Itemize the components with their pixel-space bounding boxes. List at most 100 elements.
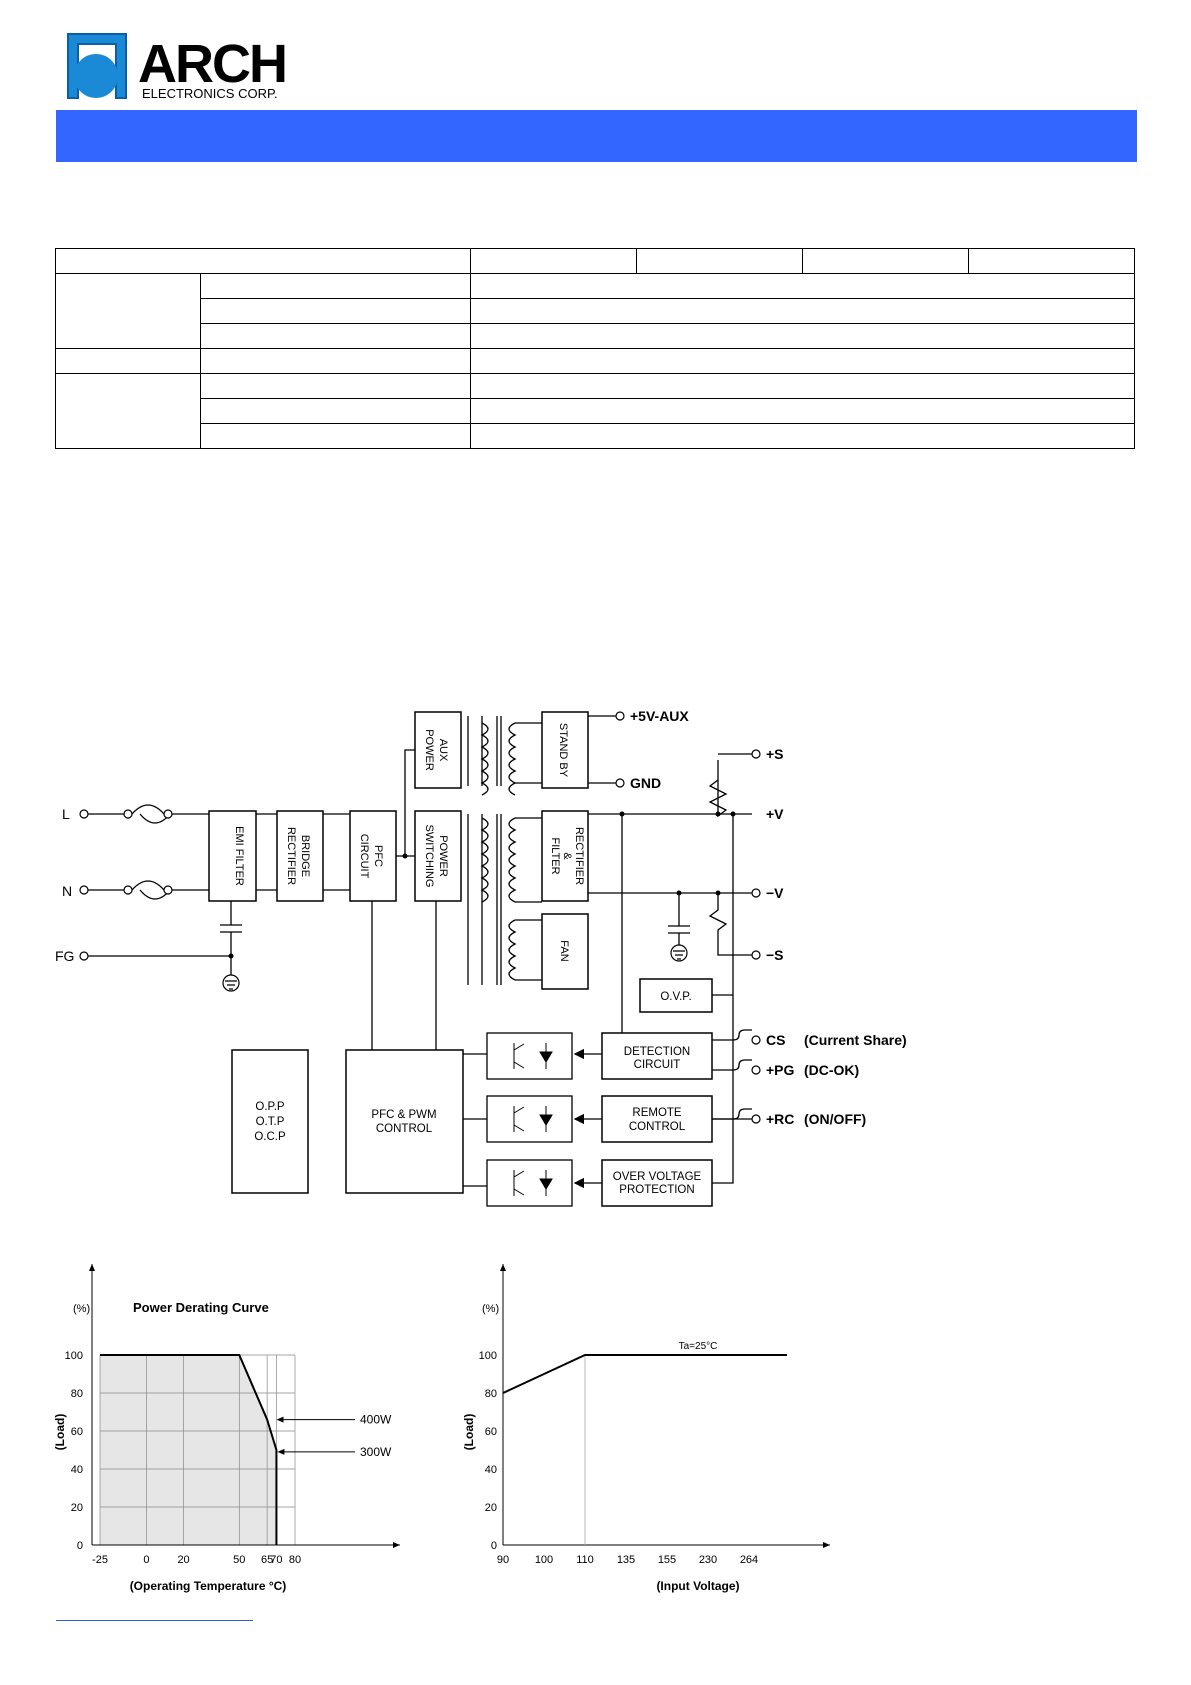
chart2-x-tick: 264 — [740, 1554, 758, 1566]
chart2-x-tick: 90 — [497, 1554, 509, 1566]
rectifier-label-3: FILTER — [549, 837, 561, 874]
chart1-y-tick: 20 — [71, 1502, 83, 1514]
chart2-y-tick: 40 — [485, 1464, 497, 1476]
header-banner — [56, 110, 1137, 162]
chart2-x-arrow-icon — [823, 1542, 830, 1548]
chart1-y-arrow-icon — [89, 1264, 95, 1271]
chart2-xlabel: (Input Voltage) — [656, 1579, 739, 1593]
bridge-label-2: RECTIFIER — [285, 827, 297, 885]
chart1-curve — [100, 1354, 278, 1545]
output-minus-s: −S — [766, 947, 784, 963]
table-cell — [200, 423, 471, 449]
spec-table — [55, 248, 1135, 449]
table-row — [55, 273, 1135, 349]
detection-label-2: CIRCUIT — [634, 1059, 681, 1071]
ground-icon — [222, 944, 688, 992]
remote-control-block — [601, 1095, 713, 1143]
chart2-y-tick: 0 — [491, 1540, 497, 1552]
emi-filter-label: EMI FILTER — [233, 826, 245, 886]
chart1-y-tick: 60 — [71, 1426, 83, 1438]
table-cell — [968, 248, 1135, 274]
rectifier-filter-block — [541, 810, 589, 902]
label-n: N — [62, 883, 72, 899]
output-gnd: GND — [630, 775, 661, 791]
fan-block — [541, 913, 589, 990]
aux-label-1: AUX — [437, 739, 449, 762]
table-row — [56, 423, 1135, 449]
aux-power-block — [414, 711, 462, 789]
bridge-rectifier-block — [276, 810, 324, 902]
table-cell — [470, 423, 1135, 449]
fan-label: FAN — [558, 940, 570, 961]
power-switching-label-2: SWITCHING — [423, 825, 435, 888]
protection-label-1: O.P.P — [255, 1101, 285, 1113]
table-cell — [470, 348, 1135, 374]
table-cell — [470, 323, 1135, 349]
table-cell — [200, 323, 471, 349]
table-cell — [200, 398, 471, 424]
table-row — [55, 248, 1135, 274]
rectifier-label-2: & — [561, 852, 573, 860]
chart2-series-label: Ta=25°C — [679, 1341, 718, 1352]
chart1-annotation-arrow-icon — [276, 1416, 284, 1423]
table-cell — [470, 373, 1135, 399]
power-switching-label-1: POWER — [437, 835, 449, 877]
table-cell — [470, 248, 637, 274]
output-plus-v: +V — [766, 806, 784, 822]
chart1-annotation-label: 400W — [360, 1413, 392, 1427]
table-cell — [200, 348, 471, 374]
pfc-pwm-label-1: PFC & PWM — [371, 1109, 436, 1121]
table-row — [55, 348, 1135, 374]
optocoupler-2 — [486, 1095, 573, 1143]
output-plus-s: +S — [766, 746, 784, 762]
chart2-x-tick: 155 — [658, 1554, 676, 1566]
table-cell — [470, 398, 1135, 424]
chart1-annotation-arrow-icon — [277, 1448, 285, 1455]
table-cell — [470, 273, 1135, 299]
chart2-ylabel: (Load) — [462, 1414, 476, 1451]
chart2-x-tick: 135 — [617, 1554, 635, 1566]
logo-mark-icon — [67, 33, 127, 99]
ovp-protection-label-2: PROTECTION — [619, 1184, 694, 1196]
output-pg: +PG — [766, 1062, 795, 1078]
table-cell — [55, 348, 201, 374]
chart1-x-tick: 50 — [233, 1554, 245, 1566]
output-minus-v: −V — [766, 885, 784, 901]
stand-by-block — [541, 711, 589, 789]
chart1-y-tick: 0 — [77, 1540, 83, 1552]
optocoupler-1 — [486, 1032, 573, 1080]
pfc-pwm-label-2: CONTROL — [376, 1123, 433, 1135]
table-cell — [55, 373, 201, 449]
pfc-circuit-block — [349, 810, 397, 902]
bridge-label-1: BRIDGE — [299, 835, 311, 877]
ovp-block — [639, 978, 713, 1013]
chart1-unit-label: (%) — [73, 1303, 90, 1315]
ovp-protection-label-1: OVER VOLTAGE — [613, 1171, 702, 1183]
chart1-annotation-label: 300W — [360, 1445, 392, 1459]
chart1-x-tick: 65 — [261, 1554, 273, 1566]
output-rc-note: (ON/OFF) — [804, 1111, 866, 1127]
table-cell — [200, 273, 471, 299]
chart2-y-tick: 20 — [485, 1502, 497, 1514]
protection-label-2: O.T.P — [256, 1116, 285, 1128]
power-derating-chart: Power Derating Curve (%) (Load) (Operati… — [53, 1264, 400, 1593]
chart2-y-tick: 80 — [485, 1388, 497, 1400]
table-row — [56, 323, 1135, 349]
chart2-x-tick: 110 — [576, 1554, 594, 1566]
remote-label-1: REMOTE — [632, 1107, 682, 1119]
chart2-curve — [502, 1354, 787, 1394]
chart1-x-tick: 0 — [143, 1554, 149, 1566]
aux-label-2: POWER — [423, 729, 435, 771]
emi-filter-block — [208, 810, 257, 902]
chart1-title: Power Derating Curve — [133, 1300, 269, 1315]
chart1-x-tick: 70 — [270, 1554, 282, 1566]
output-rc: +RC — [766, 1111, 794, 1127]
label-fg: FG — [55, 948, 74, 964]
detection-circuit-block — [601, 1032, 713, 1080]
terminal-icon — [79, 711, 761, 1124]
pfc-label-1: PFC — [372, 845, 384, 867]
chart2-unit-label: (%) — [482, 1303, 499, 1315]
footer-link-underline — [56, 1620, 253, 1621]
table-cell — [200, 373, 471, 399]
